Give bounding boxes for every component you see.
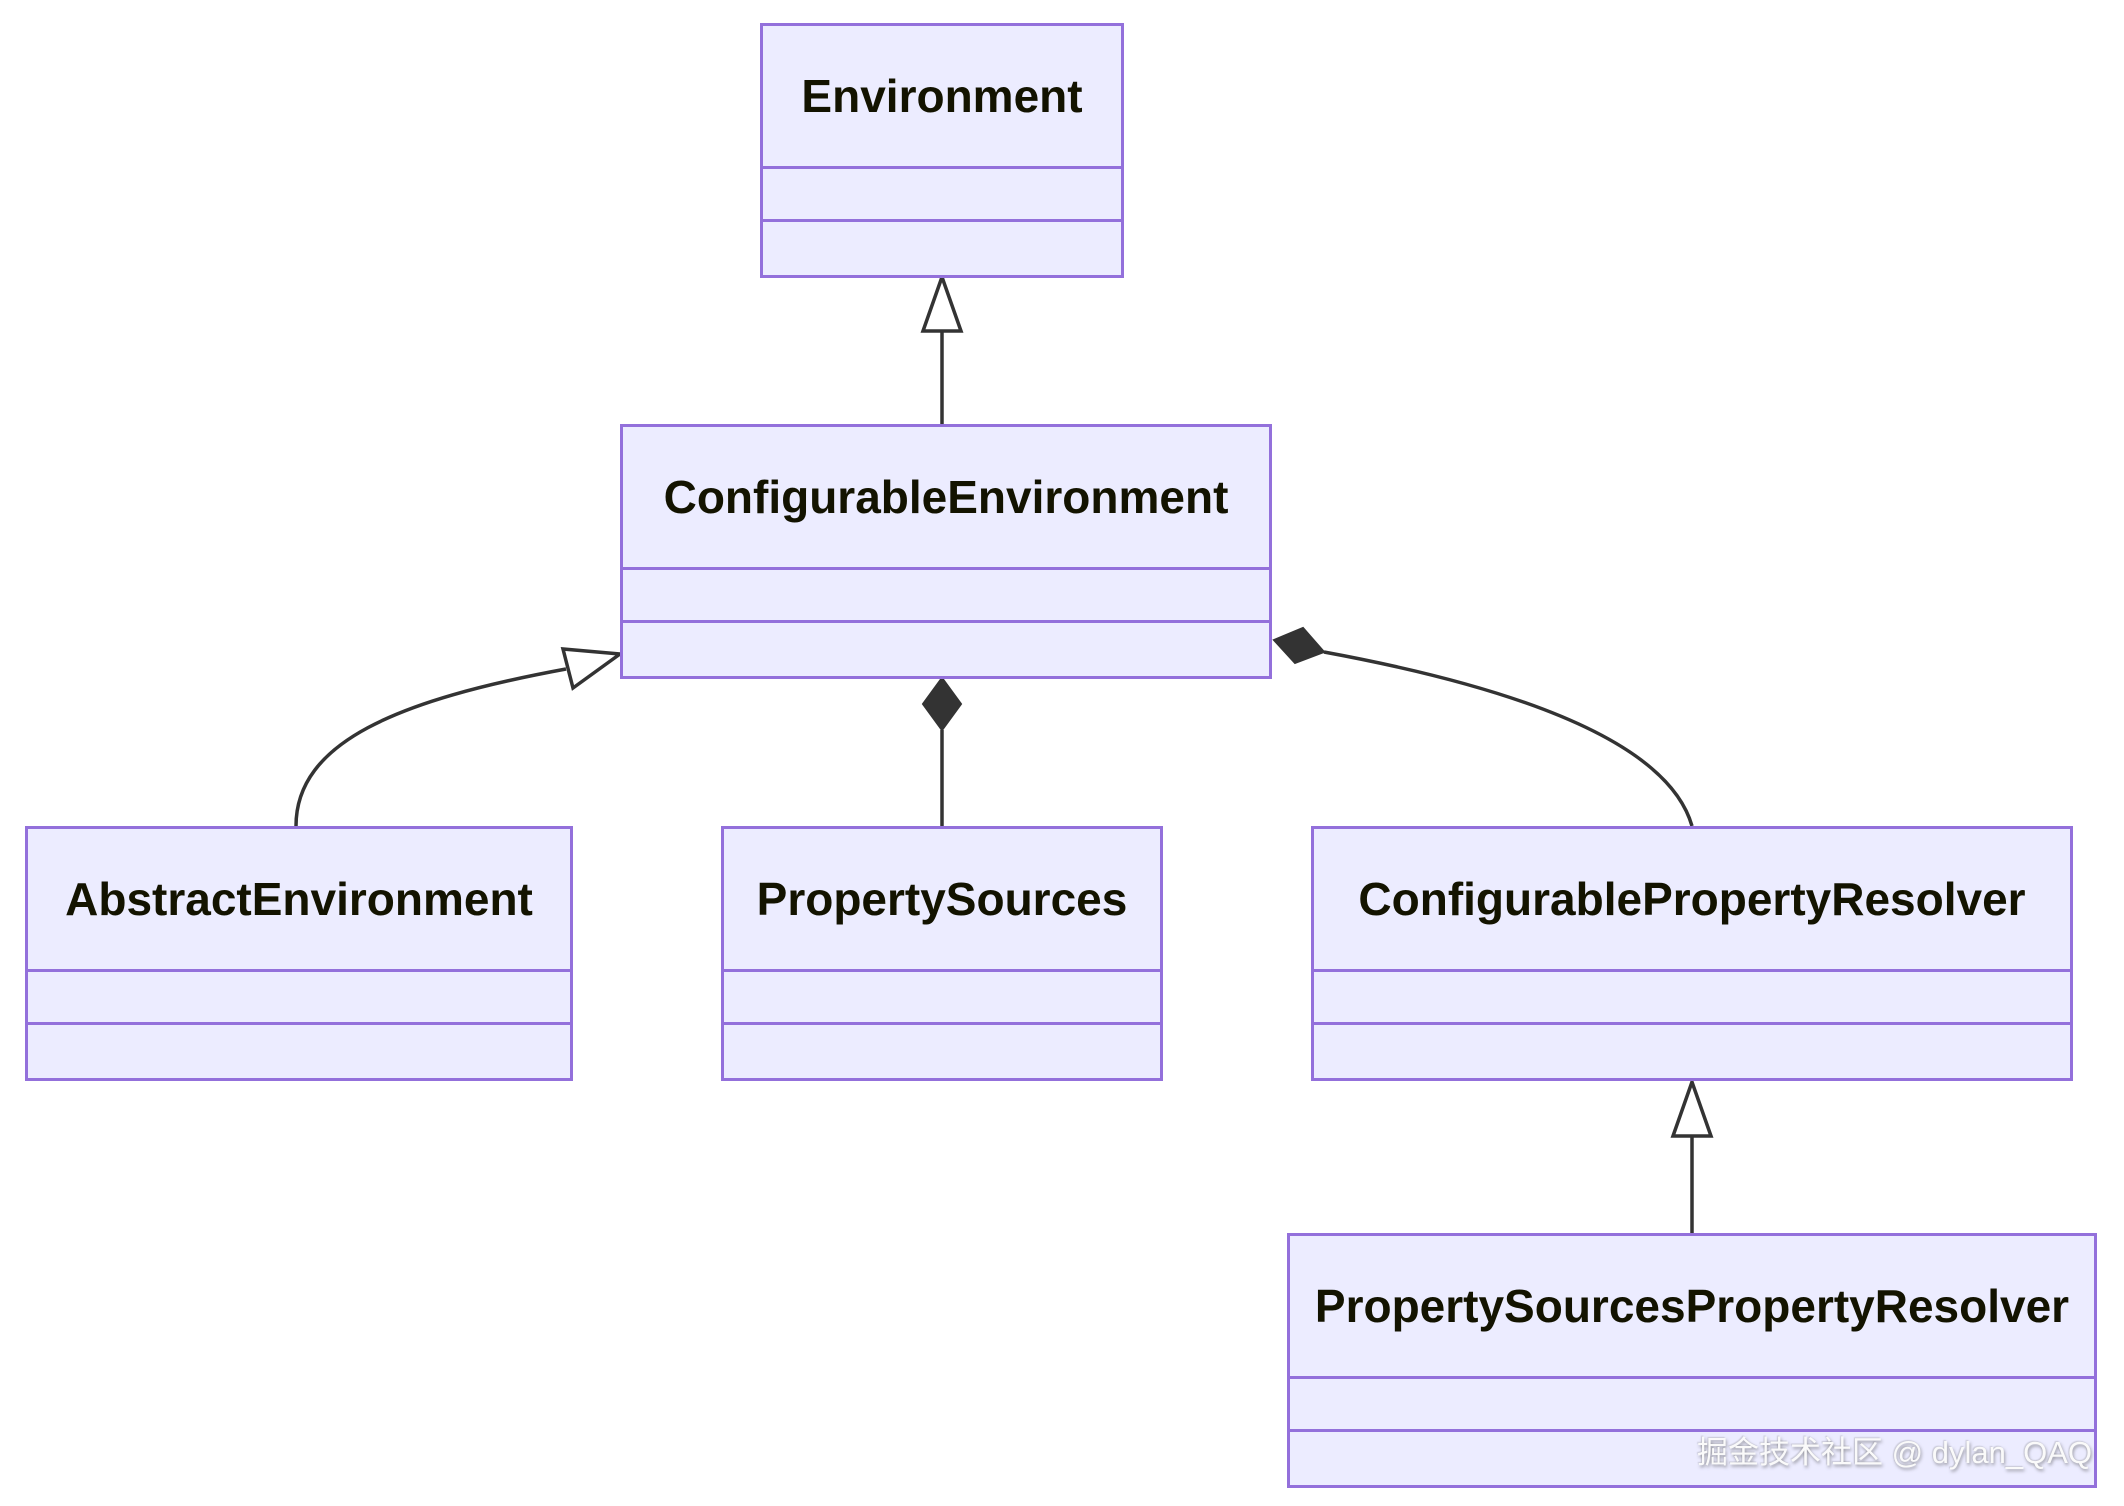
class-property-sources-attributes-compartment: [724, 969, 1160, 1022]
watermark-label: 掘金技术社区 @ dylan_QAQ: [1697, 1435, 2092, 1470]
class-name-label: PropertySources: [756, 873, 1128, 925]
class-name-label: Environment: [801, 70, 1083, 122]
class-property-sources-property-resolver-attributes-compartment: [1290, 1376, 2094, 1429]
class-property-sources-property-resolver-methods-compartment: [1290, 1429, 2094, 1479]
edge-curve: [294, 667, 567, 827]
class-property-sources-methods-compartment: [724, 1022, 1160, 1072]
edge-inheritance-configurableenvironment-to-environment: [920, 271, 964, 424]
class-environment-title: Environment: [763, 26, 1121, 166]
class-name-label: PropertySourcesPropertyResolver: [1314, 1280, 2070, 1332]
class-configurable-environment-methods-compartment: [623, 620, 1269, 670]
class-abstract-environment: AbstractEnvironment: [25, 826, 573, 1081]
class-configurable-property-resolver-attributes-compartment: [1314, 969, 2070, 1022]
edge-inheritance-abstractenvironment-to-configurableenvironment: [294, 647, 625, 827]
hollow-triangle-arrowhead-icon: [1670, 1076, 1714, 1138]
hollow-triangle-arrowhead-icon: [560, 647, 625, 691]
filled-diamond-icon: [921, 676, 963, 732]
class-property-sources-title: PropertySources: [724, 829, 1160, 969]
edge-inheritance-propertysourcespropertyresolver-to-configurablepropertyresolver: [1670, 1076, 1714, 1233]
class-property-sources-property-resolver: PropertySourcesPropertyResolver: [1287, 1233, 2097, 1488]
class-configurable-property-resolver-methods-compartment: [1314, 1022, 2070, 1072]
class-property-sources: PropertySources: [721, 826, 1163, 1081]
class-configurable-environment: ConfigurableEnvironment: [620, 424, 1272, 679]
filled-diamond-icon: [1272, 626, 1326, 665]
class-configurable-environment-title: ConfigurableEnvironment: [623, 427, 1269, 567]
class-abstract-environment-methods-compartment: [28, 1022, 570, 1072]
class-name-label: AbstractEnvironment: [65, 873, 533, 925]
class-configurable-property-resolver-title: ConfigurablePropertyResolver: [1314, 829, 2070, 969]
class-name-label: ConfigurablePropertyResolver: [1358, 873, 2026, 925]
class-environment: Environment: [760, 23, 1124, 278]
class-abstract-environment-attributes-compartment: [28, 969, 570, 1022]
class-environment-attributes-compartment: [763, 166, 1121, 219]
class-abstract-environment-title: AbstractEnvironment: [28, 829, 570, 969]
class-property-sources-property-resolver-title: PropertySourcesPropertyResolver: [1290, 1236, 2094, 1376]
edge-curve: [1323, 650, 1694, 827]
class-name-label: ConfigurableEnvironment: [663, 471, 1229, 523]
class-configurable-property-resolver: ConfigurablePropertyResolver: [1311, 826, 2073, 1081]
edge-composition-configurableenvironment-to-configurablepropertyresolver: [1272, 626, 1694, 827]
class-configurable-environment-attributes-compartment: [623, 567, 1269, 620]
hollow-triangle-arrowhead-icon: [920, 271, 964, 333]
edge-composition-configurableenvironment-to-propertysources: [921, 676, 963, 826]
class-environment-methods-compartment: [763, 219, 1121, 269]
